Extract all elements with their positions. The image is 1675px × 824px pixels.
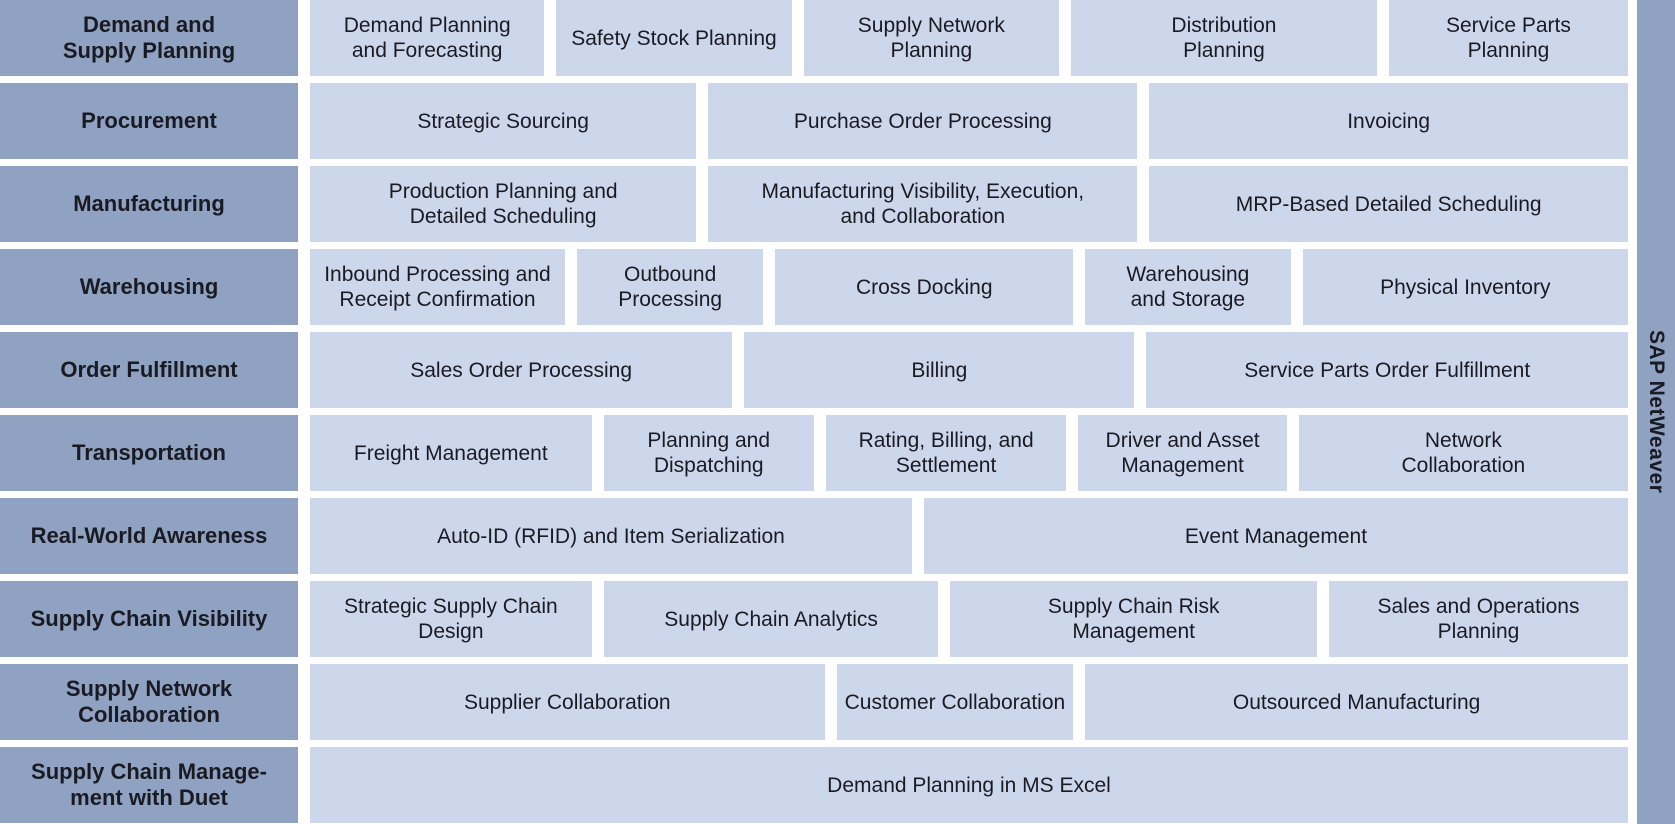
cell-service-parts-planning: Service Parts Planning bbox=[1388, 0, 1628, 76]
cell-outbound-processing: Outbound Processing bbox=[576, 249, 764, 325]
cell-supply-chain-analytics: Supply Chain Analytics bbox=[603, 581, 939, 657]
cell-purchase-order-processing: Purchase Order Processing bbox=[708, 83, 1138, 159]
row-supply-chain-visibility: Supply Chain Visibility Strategic Supply… bbox=[0, 581, 1628, 657]
cell-event-management: Event Management bbox=[923, 498, 1628, 574]
row-transportation: Transportation Freight Management Planni… bbox=[0, 415, 1628, 491]
row-procurement: Procurement Strategic Sourcing Purchase … bbox=[0, 83, 1628, 159]
row-header-real-world-awareness: Real-World Awareness bbox=[0, 498, 298, 574]
row-header-order-fulfillment: Order Fulfillment bbox=[0, 332, 298, 408]
cell-freight-management: Freight Management bbox=[310, 415, 592, 491]
cell-planning-and-dispatching: Planning and Dispatching bbox=[603, 415, 814, 491]
cell-sales-order-processing: Sales Order Processing bbox=[310, 332, 733, 408]
sap-netweaver-bar: SAP NetWeaver bbox=[1637, 0, 1675, 824]
cell-customer-collaboration: Customer Collaboration bbox=[836, 664, 1074, 740]
cell-cross-docking: Cross Docking bbox=[775, 249, 1074, 325]
cell-driver-and-asset-management: Driver and Asset Management bbox=[1078, 415, 1287, 491]
row-header-supply-chain-management-with-duet: Supply Chain Manage- ment with Duet bbox=[0, 747, 298, 823]
cell-production-planning-and-detailed-scheduling: Production Planning and Detailed Schedul… bbox=[310, 166, 697, 242]
cell-strategic-supply-chain-design: Strategic Supply Chain Design bbox=[310, 581, 592, 657]
cell-inbound-processing-and-receipt-confirmation: Inbound Processing and Receipt Confirmat… bbox=[310, 249, 565, 325]
cell-service-parts-order-fulfillment: Service Parts Order Fulfillment bbox=[1146, 332, 1628, 408]
row-header-demand-and-supply-planning: Demand and Supply Planning bbox=[0, 0, 298, 76]
cell-supplier-collaboration: Supplier Collaboration bbox=[310, 664, 825, 740]
cell-mrp-based-detailed-scheduling: MRP-Based Detailed Scheduling bbox=[1149, 166, 1628, 242]
sap-netweaver-label: SAP NetWeaver bbox=[1645, 330, 1668, 494]
cell-supply-network-planning: Supply Network Planning bbox=[803, 0, 1059, 76]
cell-distribution-planning: Distribution Planning bbox=[1070, 0, 1377, 76]
row-header-procurement: Procurement bbox=[0, 83, 298, 159]
cell-demand-planning-in-ms-excel: Demand Planning in MS Excel bbox=[310, 747, 1628, 823]
row-order-fulfillment: Order Fulfillment Sales Order Processing… bbox=[0, 332, 1628, 408]
row-supply-chain-management-with-duet: Supply Chain Manage- ment with Duet Dema… bbox=[0, 747, 1628, 823]
cell-auto-id-rfid-and-item-serialization: Auto-ID (RFID) and Item Serialization bbox=[310, 498, 912, 574]
row-header-supply-chain-visibility: Supply Chain Visibility bbox=[0, 581, 298, 657]
cell-invoicing: Invoicing bbox=[1149, 83, 1628, 159]
cell-safety-stock-planning: Safety Stock Planning bbox=[556, 0, 792, 76]
cell-supply-chain-risk-management: Supply Chain Risk Management bbox=[950, 581, 1317, 657]
cell-billing: Billing bbox=[744, 332, 1135, 408]
cell-strategic-sourcing: Strategic Sourcing bbox=[310, 83, 697, 159]
row-header-manufacturing: Manufacturing bbox=[0, 166, 298, 242]
cell-sales-and-operations-planning: Sales and Operations Planning bbox=[1328, 581, 1628, 657]
cell-rating-billing-and-settlement: Rating, Billing, and Settlement bbox=[825, 415, 1067, 491]
row-warehousing: Warehousing Inbound Processing and Recei… bbox=[0, 249, 1628, 325]
cell-manufacturing-visibility-execution-and-collaboration: Manufacturing Visibility, Execution, and… bbox=[708, 166, 1138, 242]
row-manufacturing: Manufacturing Production Planning and De… bbox=[0, 166, 1628, 242]
cell-warehousing-and-storage: Warehousing and Storage bbox=[1085, 249, 1291, 325]
row-header-transportation: Transportation bbox=[0, 415, 298, 491]
row-header-warehousing: Warehousing bbox=[0, 249, 298, 325]
cell-physical-inventory: Physical Inventory bbox=[1302, 249, 1628, 325]
solution-map-rows: Demand and Supply Planning Demand Planni… bbox=[0, 0, 1628, 823]
cell-network-collaboration: Network Collaboration bbox=[1298, 415, 1628, 491]
row-supply-network-collaboration: Supply Network Collaboration Supplier Co… bbox=[0, 664, 1628, 740]
cell-demand-planning-and-forecasting: Demand Planning and Forecasting bbox=[310, 0, 545, 76]
row-header-supply-network-collaboration: Supply Network Collaboration bbox=[0, 664, 298, 740]
row-real-world-awareness: Real-World Awareness Auto-ID (RFID) and … bbox=[0, 498, 1628, 574]
row-demand-and-supply-planning: Demand and Supply Planning Demand Planni… bbox=[0, 0, 1628, 76]
cell-outsourced-manufacturing: Outsourced Manufacturing bbox=[1085, 664, 1628, 740]
